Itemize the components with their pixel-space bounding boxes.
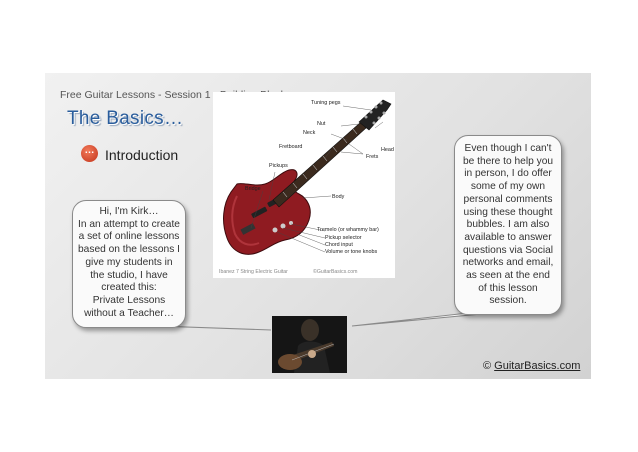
bubble-line: questions via Social [462, 244, 554, 256]
bubble-line: session. [489, 295, 527, 307]
bubble-line: as seen at the end [466, 270, 550, 282]
bubble-line: created this: [101, 282, 157, 294]
bubble-line: personal comments [463, 193, 553, 205]
bubble-line: networks and email, [462, 257, 554, 269]
label-body: Body [332, 194, 345, 200]
bubble-line: based on the lessons I [78, 244, 180, 256]
bubble-line: using these thought [463, 206, 553, 218]
diagram-watermark: ©GuitarBasics.com [313, 268, 357, 275]
bubble-line: a set of online lessons [78, 231, 180, 243]
label-volume-knobs: Volume or tone knobs [325, 249, 377, 255]
guitarist-photo [272, 316, 347, 373]
bubble-line: bubbles. I am also [466, 219, 550, 231]
bubble-line: of this lesson [478, 282, 538, 294]
guitar-neck-icon [272, 121, 367, 208]
label-neck: Neck [303, 130, 316, 136]
bubble-line: Private Lessons [92, 294, 166, 306]
label-tuning-pegs: Tuning pegs [311, 100, 341, 106]
label-chord-input: Chord input [325, 242, 353, 248]
bubble-line: some of my own [470, 181, 546, 193]
bubble-line: Hi, I'm Kirk… [99, 206, 159, 217]
bubble-line: available to answer [464, 231, 552, 243]
thought-bubble-right: Even though I can't be there to help you… [454, 135, 562, 315]
label-head: Head [381, 147, 394, 153]
bubble-line: in person, I do offer [464, 168, 552, 180]
label-frets: Frets [366, 154, 379, 160]
slide: Free Guitar Lessons - Session 1 - Buildi… [45, 73, 591, 379]
thought-bubble-left: Hi, I'm Kirk… In an attempt to create a … [72, 200, 186, 328]
label-leaders [250, 105, 384, 253]
slide-title: The Basics… [67, 108, 184, 129]
label-pickup-selector: Pickup selector [325, 235, 362, 241]
label-bridge: Bridge [245, 186, 261, 192]
guitar-head-icon [358, 99, 392, 131]
copyright-symbol: © [483, 360, 492, 372]
introduction-heading: Introduction [105, 147, 179, 163]
guitarbasics-link[interactable]: GuitarBasics.com [494, 360, 581, 372]
ellipsis-bullet-icon: … [81, 145, 98, 162]
label-nut: Nut [317, 121, 326, 127]
bubble-line: Even though I can't [464, 143, 552, 154]
diagram-caption: Ibanez 7 String Electric Guitar [219, 269, 288, 275]
copyright-notice: © GuitarBasics.com [483, 360, 580, 372]
guitar-diagram: Tuning pegs Nut Neck Head Fretboard Fret… [213, 92, 395, 278]
label-tremelo: Tremelo (or whammy bar) [317, 227, 379, 233]
label-pickups: Pickups [269, 163, 288, 169]
bubble-line: be there to help you [462, 155, 554, 167]
bubble-line: give my students in [85, 256, 173, 268]
bubble-line: In an attempt to create [78, 218, 180, 230]
bubble-line: without a Teacher… [84, 307, 174, 319]
label-fretboard: Fretboard [279, 144, 302, 150]
bubble-line: the studio, I have [90, 269, 168, 281]
